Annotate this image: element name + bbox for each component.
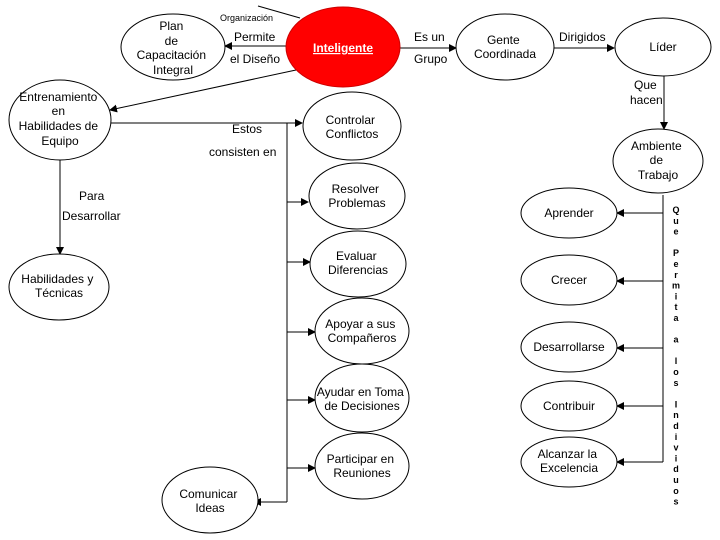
vertical-label-char: o	[673, 367, 679, 377]
node-resolver: Resolver Problemas	[308, 162, 406, 230]
node-aprender: Aprender	[520, 187, 618, 239]
node-entrenamiento: Entrenamiento en Habilidades de Equipo	[8, 79, 112, 161]
vertical-label-char: P	[673, 248, 679, 258]
node-entrenamiento-label: Entrenamiento en Habilidades de Equipo	[19, 90, 102, 148]
vertical-label-char: d	[673, 421, 679, 431]
node-evaluar: Evaluar Diferencias	[309, 230, 407, 298]
edge-to-entrenamiento	[109, 69, 297, 113]
node-participar: Participar en Reuniones	[314, 432, 410, 500]
node-lider-label: Líder	[649, 40, 676, 54]
label-que: Que	[634, 78, 657, 92]
vertical-label-char: l	[675, 356, 678, 366]
node-crecer: Crecer	[520, 254, 618, 306]
node-comunicar-label: Comunicar Ideas	[179, 487, 240, 515]
node-lider: Líder	[614, 17, 712, 77]
node-habilidades-label: Habilidades y Técnicas	[21, 272, 96, 300]
vertical-label-char: a	[673, 313, 679, 323]
vertical-label-char: s	[673, 378, 678, 388]
node-ambiente-label: Ambiente de Trabajo	[631, 139, 685, 182]
node-aprender-label: Aprender	[544, 206, 593, 220]
node-controlar: Controlar Conflictos	[302, 91, 402, 161]
node-comunicar: Comunicar Ideas	[161, 466, 259, 534]
node-crecer-label: Crecer	[551, 273, 587, 287]
label-es-un: Es un	[414, 30, 445, 44]
edge-labels: Organización Permite el Diseño Es un Gru…	[62, 13, 663, 223]
node-habilidades: Habilidades y Técnicas	[8, 253, 110, 321]
vertical-label-char: v	[673, 443, 678, 453]
node-ayudar-label: Ayudar en Toma de Decisiones	[317, 385, 407, 413]
node-contribuir: Contribuir	[520, 380, 618, 432]
vertical-label-char: n	[673, 410, 679, 420]
vertical-label-char: a	[673, 335, 679, 345]
node-inteligente: Inteligente	[285, 6, 401, 88]
node-contribuir-label: Contribuir	[543, 399, 595, 413]
vertical-label-char: d	[673, 464, 679, 474]
node-participar-label: Participar en Reuniones	[327, 452, 398, 480]
node-apoyar-label: Apoyar a sus Compañeros	[325, 317, 398, 345]
vertical-label-char: u	[673, 475, 679, 485]
vertical-label-char: t	[675, 302, 678, 312]
vertical-label-char: i	[675, 432, 678, 442]
label-dirigidos: Dirigidos	[559, 30, 606, 44]
node-evaluar-label: Evaluar Diferencias	[328, 249, 388, 277]
node-desarrollarse: Desarrollarse	[520, 321, 618, 373]
node-inteligente-label: Inteligente	[313, 41, 373, 55]
label-desarrollar: Desarrollar	[62, 209, 121, 223]
label-estos: Estos	[232, 122, 262, 136]
vertical-label-char: e	[673, 227, 678, 237]
label-permite: Permite	[234, 30, 276, 44]
label-consisten-en: consisten en	[209, 145, 276, 159]
node-alcanzar: Alcanzar la Excelencia	[520, 436, 618, 488]
node-alcanzar-label: Alcanzar la Excelencia	[538, 447, 601, 475]
node-plan: Plan de Capacitación Integral	[120, 13, 226, 81]
vertical-label-char: s	[673, 497, 678, 507]
label-organizacion: Organización	[220, 13, 273, 23]
label-grupo: Grupo	[414, 52, 448, 66]
label-hacen: hacen	[630, 93, 663, 107]
vertical-label-char: o	[673, 486, 679, 496]
node-gente-label: Gente Coordinada	[474, 33, 536, 61]
label-para: Para	[79, 189, 105, 203]
vertical-label-char: m	[672, 281, 680, 291]
vertical-label-char: Q	[672, 205, 679, 215]
vertical-label-char: I	[675, 399, 678, 409]
vertical-label-char: i	[675, 453, 678, 463]
label-el-diseno: el Diseño	[230, 52, 280, 66]
node-resolver-label: Resolver Problemas	[328, 182, 385, 210]
vertical-label-char: i	[675, 291, 678, 301]
node-gente: Gente Coordinada	[455, 13, 555, 81]
connectors	[56, 5, 668, 506]
node-plan-label: Plan de Capacitación Integral	[137, 19, 210, 77]
edge-organizacion	[257, 5, 301, 19]
node-ambiente: Ambiente de Trabajo	[612, 128, 704, 194]
node-apoyar: Apoyar a sus Compañeros	[314, 297, 410, 365]
node-ayudar: Ayudar en Toma de Decisiones	[314, 363, 410, 433]
vertical-label-char: e	[673, 259, 678, 269]
vertical-label-char: r	[674, 270, 678, 280]
vertical-label-char: u	[673, 216, 679, 226]
node-controlar-label: Controlar Conflictos	[326, 113, 379, 141]
node-desarrollarse-label: Desarrollarse	[533, 340, 605, 354]
